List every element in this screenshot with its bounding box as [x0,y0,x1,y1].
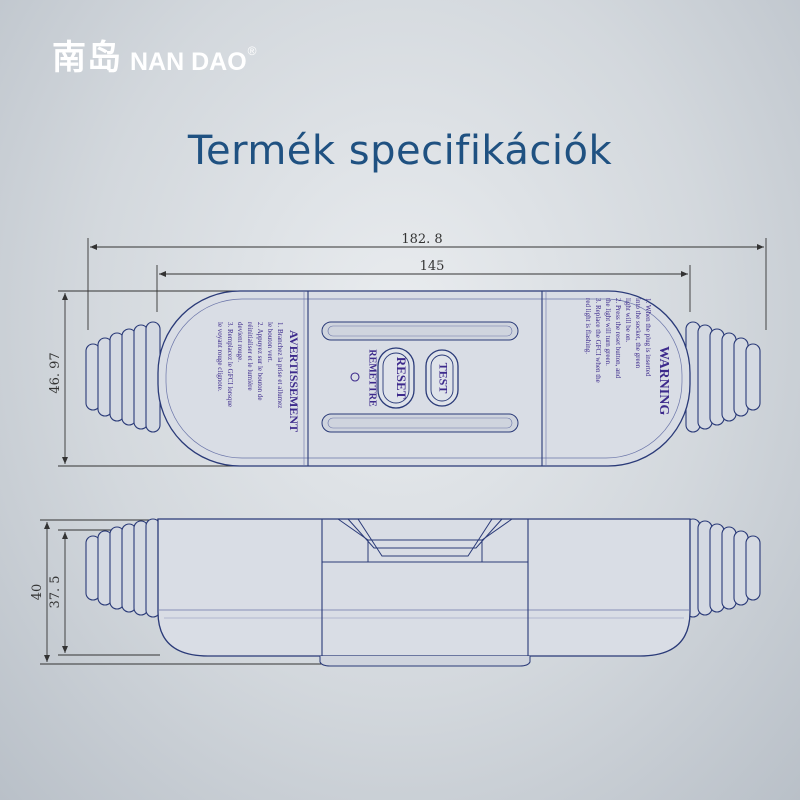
dimension-label-overall: 182. 8 [401,232,442,247]
brand-english-name: NAN DAO [130,48,247,76]
test-button[interactable]: TEST [425,349,459,407]
reset-button[interactable]: RESET [377,347,415,409]
grip-slots [321,321,519,433]
top-view-device: RESET TEST REMETTRE WARNING 1. When the … [85,290,761,467]
warning-line-2: into the socket, the green [634,298,642,369]
avert-line-6: 3. Remplacez le GFCI lorsque [226,322,234,407]
avertissement-title: AVERTISSEMENT [287,330,301,432]
button-profile [337,518,513,563]
avert-line-2: le bouton vert. [266,322,274,363]
reset-label: RESET [394,357,409,400]
warning-panel: WARNING 1. When the plug is inserted int… [584,298,671,415]
dimension-label-top-height: 46. 97 [48,352,63,393]
avert-line-3: 2. Appuyez sur le bouton de [256,322,264,401]
avertissement-panel: AVERTISSEMENT 1. Branchez la prise et al… [216,322,301,432]
left-cable-side [85,518,161,618]
warning-line-5: the light will turn green. [604,298,612,366]
page-title: Termék specifikációk [187,128,613,174]
left-cable-top [85,321,161,433]
warning-line-6: 3. Replace the GFCI when the [594,298,602,383]
dimension-overall-length [87,238,767,330]
avert-line-7: le voyant rouge clignote. [216,322,224,392]
brand-chinese-name: 南岛 [52,38,122,78]
dimension-body-length [156,265,691,312]
right-cable-top [685,321,761,433]
registered-mark: ® [247,44,257,58]
warning-line-1: 1. When the plug is inserted [644,298,652,377]
brand-logo: 南岛 NAN DAO ® [52,38,257,83]
right-cable-side [685,518,761,618]
avert-line-1: 1. Branchez la prise et allumez [276,322,284,408]
dimension-label-side-inner: 37. 5 [48,575,63,608]
dimension-side-heights [40,519,330,665]
warning-line-7: red light is flashing. [584,298,592,354]
avert-line-5: devient rouge. [236,322,244,362]
avert-line-4: réinitialiser et le lumière [246,322,254,391]
warning-line-4: 2. Press the reset button, and [614,298,622,379]
side-view-device [85,518,761,667]
warning-title: WARNING [656,346,671,415]
dimension-label-side-outer: 40 [30,584,45,601]
test-label: TEST [436,363,450,394]
remettre-label: REMETTRE [367,349,378,407]
indicator-light-icon [350,372,360,382]
dimension-label-body: 145 [420,259,445,274]
warning-line-3: light will be on. [624,298,632,343]
